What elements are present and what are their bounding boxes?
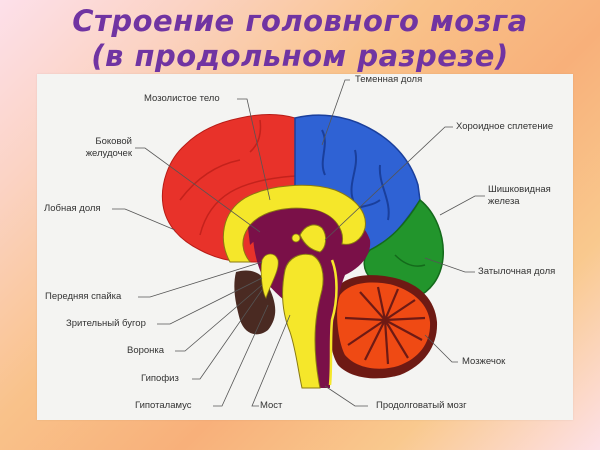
page-title-line1: Строение головного мозга <box>72 4 528 38</box>
label-lateral-ventricle-line1: Боковой <box>95 136 132 147</box>
label-pons: Мост <box>260 400 283 411</box>
label-corpus-callosum: Мозолистое тело <box>144 93 220 104</box>
label-pineal-gland-line2: железа <box>488 196 520 207</box>
label-occipital-lobe: Затылочная доля <box>478 266 556 277</box>
label-cerebellum: Мозжечок <box>462 356 506 367</box>
label-lateral-ventricle-line2: желудочек <box>85 148 132 159</box>
label-pituitary: Гипофиз <box>141 373 179 384</box>
label-hypothalamus: Гипоталамус <box>135 400 192 411</box>
label-frontal-lobe: Лобная доля <box>44 203 101 214</box>
label-thalamus: Зрительный бугор <box>66 318 146 329</box>
label-pineal-gland-line1: Шишковидная <box>488 184 551 195</box>
label-parietal-lobe: Теменная доля <box>355 74 423 85</box>
label-choroid-plexus: Хороидное сплетение <box>456 121 554 132</box>
pons-region <box>282 253 324 389</box>
label-anterior-commissure: Передняя спайка <box>45 291 122 302</box>
label-infundibulum: Воронка <box>127 345 165 356</box>
page-title-line2: (в продольном разрезе) <box>91 39 509 73</box>
label-medulla: Продолговатый мозг <box>376 400 467 411</box>
leader-lines <box>112 79 485 407</box>
